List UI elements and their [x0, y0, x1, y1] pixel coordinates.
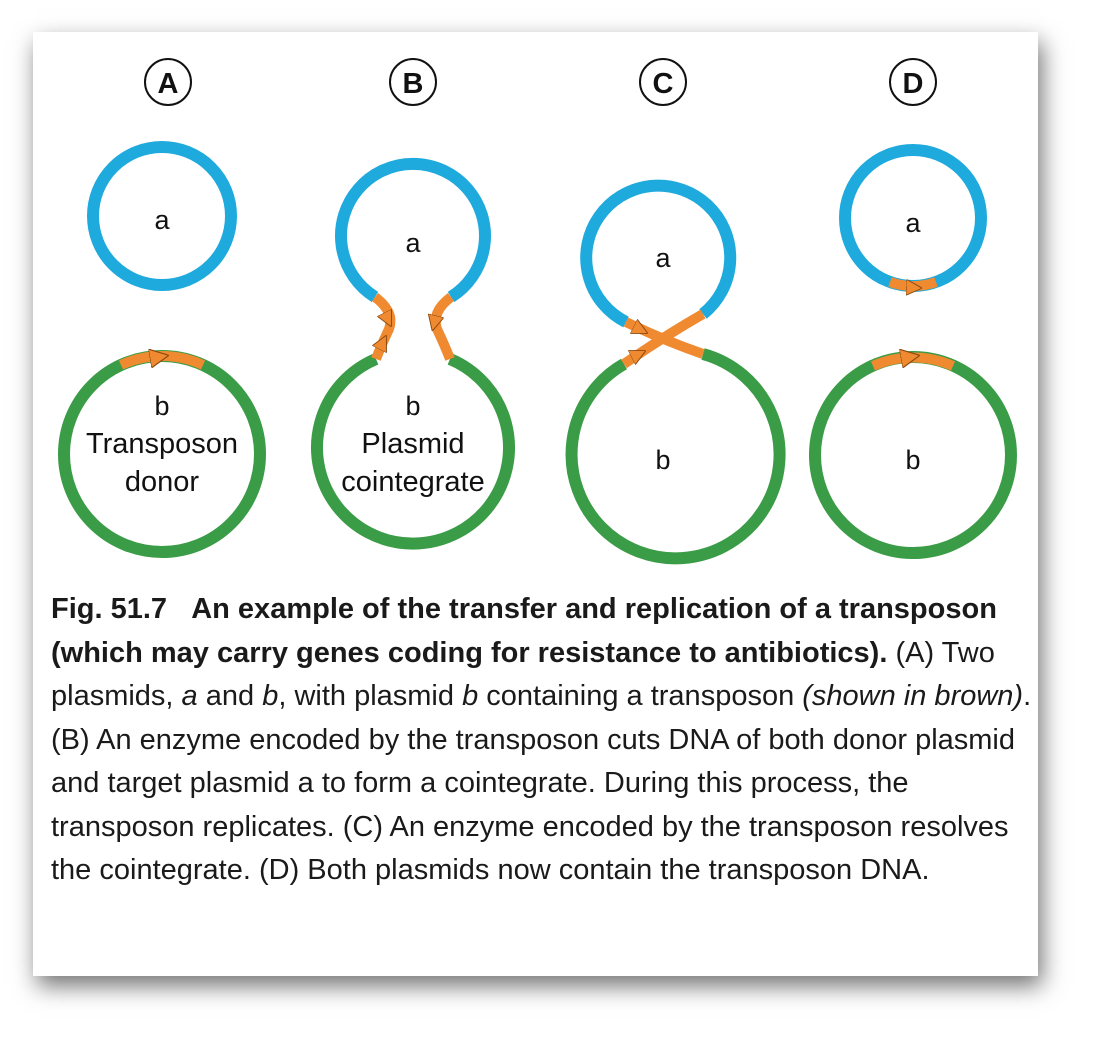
plasmid-a-arc — [335, 157, 491, 303]
plasmid-b-label: b — [154, 391, 169, 421]
panel-d-letter: D — [903, 68, 924, 100]
plasmid-a-arc — [580, 179, 737, 328]
plasmid-b-label: b — [905, 445, 920, 475]
transposon-arrow-a — [898, 287, 919, 288]
transposon-donor-line2: donor — [125, 466, 200, 498]
caption-text-4: containing a transposon — [478, 680, 803, 712]
transposon-arrow-left-2 — [378, 338, 388, 354]
panel-b-label-ring — [389, 58, 437, 106]
caption-text-5: . (B) An enzyme encoded by the transposo… — [51, 680, 1032, 886]
plasmid-b-label: b — [655, 445, 670, 475]
panel-c: C a b — [565, 58, 786, 565]
plasmid-a-circle — [87, 141, 237, 291]
panel-a: A a b Transposon donor — [58, 58, 266, 558]
panel-d: D a b — [809, 58, 1017, 559]
caption-text-2: and — [197, 680, 263, 712]
figure-card: A a b Transposon donor B a b Plasmid coi… — [33, 32, 1038, 976]
caption-text-3: , with plasmid — [278, 680, 463, 712]
cointegrate-line2: cointegrate — [341, 466, 485, 498]
panel-c-letter: C — [653, 68, 674, 100]
panel-b-letter: B — [403, 68, 424, 100]
panel-b: B a b Plasmid cointegrate — [311, 58, 515, 550]
caption-text-1: (A) Two plasmids, — [51, 636, 995, 713]
plasmid-b-label: b — [405, 391, 420, 421]
panel-a-label-ring — [144, 58, 192, 106]
transposon-right — [430, 293, 455, 361]
caption-italic-a: a — [181, 680, 198, 712]
panel-d-label-ring — [889, 58, 937, 106]
panel-a-letter: A — [158, 68, 179, 100]
transposon-arrow-b — [892, 356, 916, 360]
plasmid-b-arc — [565, 348, 786, 565]
transposon-arrow-2 — [625, 349, 643, 360]
figure-number: Fig. 51.7 — [51, 593, 168, 625]
panel-c-label-ring — [639, 58, 687, 106]
plasmid-a-label: a — [154, 205, 170, 235]
plasmid-a-label: a — [655, 243, 671, 273]
plasmid-b-arc — [311, 353, 515, 550]
transposon-arrow — [140, 356, 165, 360]
plasmid-a-label: a — [405, 228, 421, 258]
cointegrate-line1: Plasmid — [361, 428, 464, 460]
caption-italic-shown: (shown in brown) — [802, 680, 1024, 712]
caption-title: An example of the transfer and replicati… — [51, 593, 997, 669]
transposon-diagram: A a b Transposon donor B a b Plasmid coi… — [58, 58, 1017, 565]
figure-caption: Fig. 51.7 An example of the transfer and… — [51, 588, 1036, 893]
transposon-arrow-right — [433, 316, 436, 328]
transposon-arrow-1 — [627, 324, 645, 335]
caption-italic-b2: b — [462, 680, 479, 712]
plasmid-a-label: a — [905, 208, 921, 238]
caption-italic-b: b — [262, 680, 279, 712]
transposon-donor-line1: Transposon — [86, 428, 238, 460]
transposon-arrow-left-1 — [385, 314, 393, 324]
